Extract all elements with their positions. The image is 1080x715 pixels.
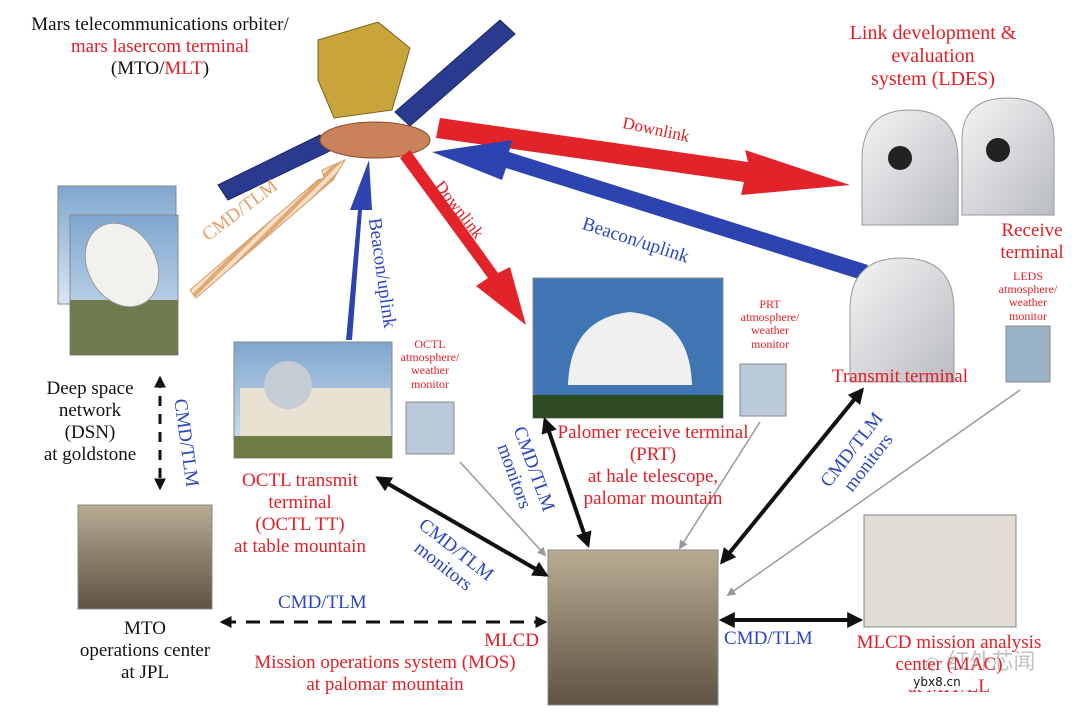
arrow-octl-mos (375, 476, 549, 577)
octl-tt-label-line3: (OCTL TT) (255, 513, 345, 535)
beacon-uplink-arrow-ldes (432, 140, 868, 280)
mto-label-line2: mars lasercom terminal (70, 35, 250, 57)
leds-monitor-line4: monitor (1009, 308, 1047, 323)
dsn-label-line1: Deep space (46, 378, 134, 399)
monitor-arrow-leds (726, 389, 1021, 597)
mto-abbrev: (MTO/ (110, 57, 165, 79)
prt-monitor-line3: weather (751, 323, 789, 338)
leds-monitor-line2: atmosphere/ (998, 282, 1058, 297)
prt-label: Palomer receive terminal (PRT) at hale t… (538, 422, 768, 509)
mos-ops-photo (547, 549, 719, 706)
octl-tt-label-line2: terminal (268, 491, 332, 513)
receive-terminal-line2: terminal (1000, 241, 1064, 263)
beacon-uplink-arrow-octl (346, 160, 372, 340)
mto-label: Mars telecommunications orbiter/ mars la… (10, 14, 310, 80)
mto-ops-line2: operations center (79, 639, 211, 661)
octl-monitor-line3: weather (411, 363, 449, 378)
wechat-icon: ◎ (924, 653, 941, 674)
receive-terminal-label: Receive terminal (988, 220, 1076, 264)
watermark-text: 红外芯闻 (947, 650, 1036, 675)
mto-ops-line3: at JPL (120, 661, 170, 683)
mto-label-line1: Mars telecommunications orbiter/ (31, 14, 289, 35)
octl-monitor-line1: OCTL (414, 337, 446, 351)
cmd-tlm-mos-mac-label: CMD/TLM (724, 628, 813, 649)
downlink-arrow-ldes (436, 118, 850, 195)
ldes-label-line1: Link development & (849, 22, 1017, 44)
monitor-arrow-prt (679, 421, 761, 550)
mto-spacecraft (217, 19, 516, 201)
ldes-label-line3: system (LDES) (871, 68, 995, 90)
mto-label-line3: (MTO/MLT) (10, 58, 310, 80)
prt-label-line1: Palomer receive terminal (557, 422, 749, 443)
mlt-abbrev: MLT (164, 57, 203, 79)
dsn-photo (57, 185, 179, 356)
monitor-arrow-octl (459, 461, 547, 557)
octl-monitor-label: OCTL atmosphere/ weather monitor (398, 337, 462, 391)
mto-ops-line1: MTO (124, 618, 166, 639)
prt-label-line3: at hale telescope, (587, 465, 719, 487)
leds-weather-monitor-photo (1005, 325, 1051, 383)
prt-monitor-label: PRT atmosphere/ weather monitor (730, 297, 810, 351)
dsn-label-line3: (DSN) (64, 421, 116, 443)
leds-monitor-line1: LEDS (1013, 269, 1043, 283)
transmit-terminal-label: Transmit terminal (832, 366, 968, 387)
octl-tt-label-line4: at table mountain (234, 535, 366, 557)
mlcd-mac-line2: center (MAC) (895, 653, 1003, 675)
prt-label-line4: palomar mountain (583, 487, 723, 509)
receive-terminal-line1: Receive (1001, 220, 1063, 241)
watermark-site: ybx8.cn (902, 675, 972, 690)
octl-monitor-line4: monitor (411, 376, 449, 391)
palomar-photo (532, 277, 724, 419)
ldes-domes (849, 97, 1055, 383)
prt-monitor-line1: PRT (759, 297, 781, 311)
mlcd-mac-line1: MLCD mission analysis (856, 632, 1042, 653)
octl-tt-label: OCTL transmit terminal (OCTL TT) at tabl… (210, 470, 390, 557)
spacecraft-bus (317, 21, 411, 119)
mos-label-line2: Mission operations system (MOS) (254, 651, 516, 673)
ldes-label-line2: evaluation (891, 45, 975, 67)
leds-monitor-label: LEDS atmosphere/ weather monitor (985, 269, 1071, 323)
leds-monitor-line3: weather (1009, 295, 1047, 310)
cmd-tlm-hatched-arrow (189, 158, 347, 299)
mac-photo (863, 514, 1017, 628)
octl-weather-monitor-photo (405, 401, 455, 455)
mos-label-line1: MLCD (484, 630, 539, 651)
prt-label-line2: (PRT) (629, 443, 677, 465)
mto-paren-close: ) (202, 57, 210, 79)
ldes-label: Link development & evaluation system (LD… (828, 22, 1038, 91)
mos-label: MLCD Mission operations system (MOS) at … (225, 630, 545, 696)
prt-monitor-line4: monitor (751, 336, 789, 351)
solar-panel-right (394, 19, 516, 127)
dsn-label-line4: at goldstone (43, 443, 137, 465)
spacecraft-dish (319, 121, 431, 159)
cmd-tlm-jpl-mos-label: CMD/TLM (278, 592, 367, 613)
octl-photo (233, 341, 393, 459)
prt-weather-monitor-photo (739, 363, 787, 417)
jpl-ops-photo (77, 504, 213, 610)
octl-monitor-line2: atmosphere/ (400, 350, 460, 365)
dsn-label-line2: network (58, 399, 122, 421)
mos-label-line3: at palomar mountain (306, 673, 464, 695)
downlink-arrow-prt (400, 150, 526, 325)
octl-tt-label-line1: OCTL transmit (242, 470, 358, 491)
watermark: ◎ 红外芯闻 (900, 650, 1060, 675)
arrow-ldes-mos (719, 387, 865, 565)
mto-ops-label: MTO operations center at JPL (60, 618, 230, 684)
dsn-label: Deep space network (DSN) at goldstone (30, 378, 150, 465)
prt-monitor-line2: atmosphere/ (740, 310, 800, 325)
arrow-prt-mos (541, 416, 592, 549)
